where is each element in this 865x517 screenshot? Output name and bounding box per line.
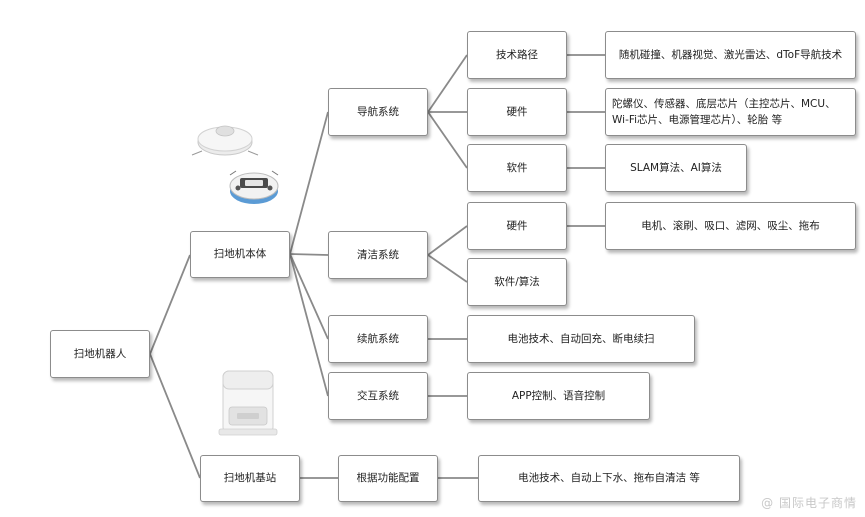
node-nav-system: 导航系统 [328, 88, 428, 136]
robot-vacuum-illustration [191, 125, 279, 204]
base-station-illustration [218, 370, 278, 436]
node-station: 扫地机基站 [200, 455, 300, 502]
node-clean-hardware-desc: 电机、滚刷、吸口、滤网、吸尘、拖布 [605, 202, 856, 250]
node-body: 扫地机本体 [190, 231, 290, 278]
node-root: 扫地机器人 [50, 330, 150, 378]
node-endurance-system: 续航系统 [328, 315, 428, 363]
node-nav-tech-path-desc: 随机碰撞、机器视觉、激光雷达、dToF导航技术 [605, 31, 856, 79]
node-clean-software: 软件/算法 [467, 258, 567, 306]
node-nav-software: 软件 [467, 144, 567, 192]
node-clean-system: 清洁系统 [328, 231, 428, 279]
node-interaction-system: 交互系统 [328, 372, 428, 420]
node-clean-hardware: 硬件 [467, 202, 567, 250]
node-interaction-desc: APP控制、语音控制 [467, 372, 650, 420]
watermark: @ 国际电子商情 [761, 496, 857, 510]
node-nav-hardware: 硬件 [467, 88, 567, 136]
node-config: 根据功能配置 [338, 455, 438, 502]
node-nav-hardware-desc: 陀螺仪、传感器、底层芯片（主控芯片、MCU、Wi-Fi芯片、电源管理芯片）、轮胎… [605, 88, 856, 136]
node-nav-tech-path: 技术路径 [467, 31, 567, 79]
node-config-desc: 电池技术、自动上下水、拖布自清洁 等 [478, 455, 740, 502]
node-endurance-desc: 电池技术、自动回充、断电续扫 [467, 315, 695, 363]
node-nav-software-desc: SLAM算法、AI算法 [605, 144, 747, 192]
